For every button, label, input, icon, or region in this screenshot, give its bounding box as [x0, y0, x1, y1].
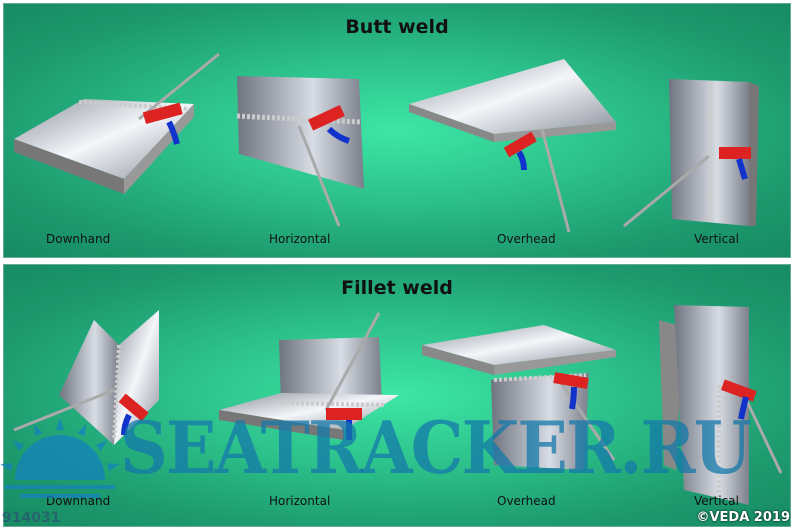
- fillet-weld-panel: Fillet weld Downhand Horizontal Overhead…: [3, 264, 791, 527]
- label-vertical: Vertical: [694, 494, 739, 508]
- overhead-fillet-plates: [422, 325, 616, 470]
- label-vertical: Vertical: [694, 232, 739, 246]
- fillet-weld-title: Fillet weld: [341, 277, 453, 299]
- label-horizontal: Horizontal: [269, 232, 331, 246]
- fillet-weld-illustrations: [13, 305, 783, 505]
- horizontal-butt-plates: [236, 76, 364, 227]
- butt-weld-panel: Butt weld Downhand Horizontal Overhead V…: [3, 3, 791, 258]
- label-horizontal: Horizontal: [269, 494, 331, 508]
- overhead-butt-plates: [409, 59, 616, 233]
- downhand-butt-plates: [14, 52, 220, 194]
- label-downhand: Downhand: [46, 232, 111, 246]
- downhand-fillet-plates: [13, 310, 159, 445]
- butt-weld-illustrations: [14, 52, 759, 233]
- label-overhead: Overhead: [497, 494, 556, 508]
- vertical-fillet-plates: [659, 305, 783, 505]
- copyright: ©VEDA 2019: [696, 510, 790, 525]
- label-overhead: Overhead: [497, 232, 556, 246]
- horizontal-fillet-plates: [219, 312, 399, 440]
- vertical-butt-plates: [623, 79, 759, 228]
- image-number: 914031: [2, 510, 61, 526]
- butt-weld-title: Butt weld: [345, 16, 449, 38]
- watermark: SEATRACKER.RU: [120, 405, 751, 490]
- sun-logo-icon: [0, 418, 120, 498]
